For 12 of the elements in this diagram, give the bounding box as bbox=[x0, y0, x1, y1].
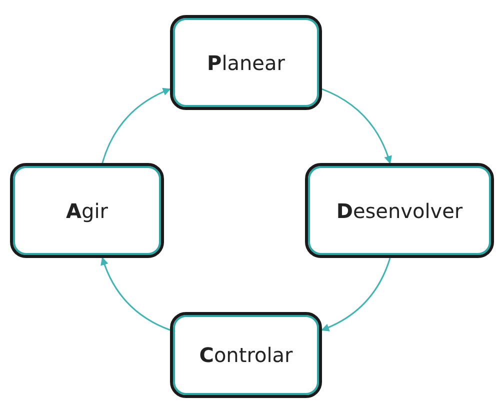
box-label: Agir bbox=[66, 198, 108, 224]
box-label: Desenvolver bbox=[336, 198, 463, 224]
curved-arrow bbox=[102, 88, 171, 164]
process-box bbox=[170, 312, 322, 398]
curved-arrow bbox=[100, 257, 170, 331]
curved-arrow bbox=[322, 88, 392, 164]
process-box bbox=[305, 163, 494, 258]
box-label: Planear bbox=[207, 50, 285, 76]
process-box bbox=[10, 163, 164, 258]
box-label: Controlar bbox=[199, 342, 293, 369]
curved-arrow bbox=[321, 258, 391, 332]
process-box bbox=[170, 15, 322, 110]
